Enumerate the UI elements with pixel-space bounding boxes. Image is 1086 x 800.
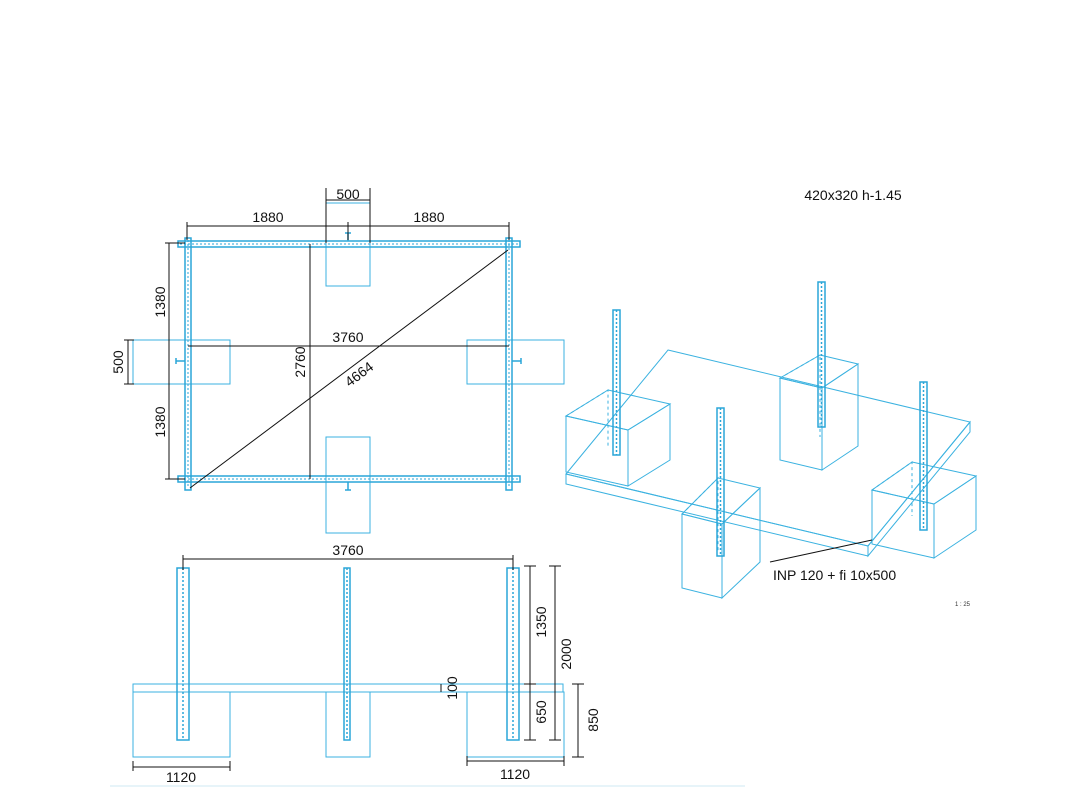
- elevation-view: 3760 1350 2000 100 650 850 1120 1120: [132, 542, 601, 785]
- elevation-footing-left: [132, 691, 231, 758]
- plan-pad-bottom: [325, 436, 371, 534]
- elevation-dim-column-total: 2000: [558, 638, 574, 669]
- plan-dim-total-height: 2760: [292, 346, 308, 377]
- plan-dim-total-width: 3760: [332, 329, 363, 345]
- plan-dim-half-left: 1880: [252, 209, 283, 225]
- iso-columns: [612, 281, 928, 557]
- plan-dim-pad-height: 500: [110, 350, 126, 374]
- iso-slab: [565, 349, 971, 558]
- iso-profile-label: INP 120 + fi 10x500: [773, 567, 896, 583]
- elevation-slab: [132, 683, 564, 693]
- iso-footing-right: [870, 461, 978, 559]
- iso-scale-label: 1 : 25: [955, 602, 971, 608]
- iso-footing-front: [681, 476, 762, 600]
- elevation-dim-footing-right: 1120: [500, 766, 530, 782]
- elevation-footing-middle: [325, 691, 371, 758]
- plan-dim-height-top: 1380: [152, 286, 168, 317]
- plan-dim-height-bottom: 1380: [152, 406, 168, 437]
- elevation-footing-right: [466, 691, 565, 758]
- iso-footing-back: [778, 354, 860, 471]
- elevation-dim-total-width: 3760: [332, 542, 363, 558]
- elevation-dim-column-above: 1350: [533, 606, 549, 637]
- elevation-columns: [176, 567, 520, 741]
- iso-footing-left: [564, 389, 672, 487]
- elevation-dim-embed: 650: [533, 700, 549, 724]
- plan-pad-right: [466, 339, 565, 385]
- plan-frame: [175, 232, 522, 491]
- isometric-view: INP 120 + fi 10x500 1 : 25: [564, 281, 978, 608]
- plan-view: 500 1880 1880 1380 500 1380 3760 2760 46…: [110, 186, 565, 534]
- plan-pad-left: [132, 339, 231, 385]
- elevation-dim-footing-left: 1120: [166, 769, 196, 785]
- footing-size-label: 420x320 h-1.45: [804, 187, 902, 203]
- elevation-dim-slab: 100: [444, 676, 460, 700]
- plan-dim-half-right: 1880: [413, 209, 444, 225]
- iso-leader-line: [769, 539, 873, 563]
- plan-dim-diagonal: 4664: [342, 358, 377, 390]
- plan-dim-pad-width: 500: [336, 186, 360, 202]
- elevation-dim-footing-depth: 850: [585, 708, 601, 732]
